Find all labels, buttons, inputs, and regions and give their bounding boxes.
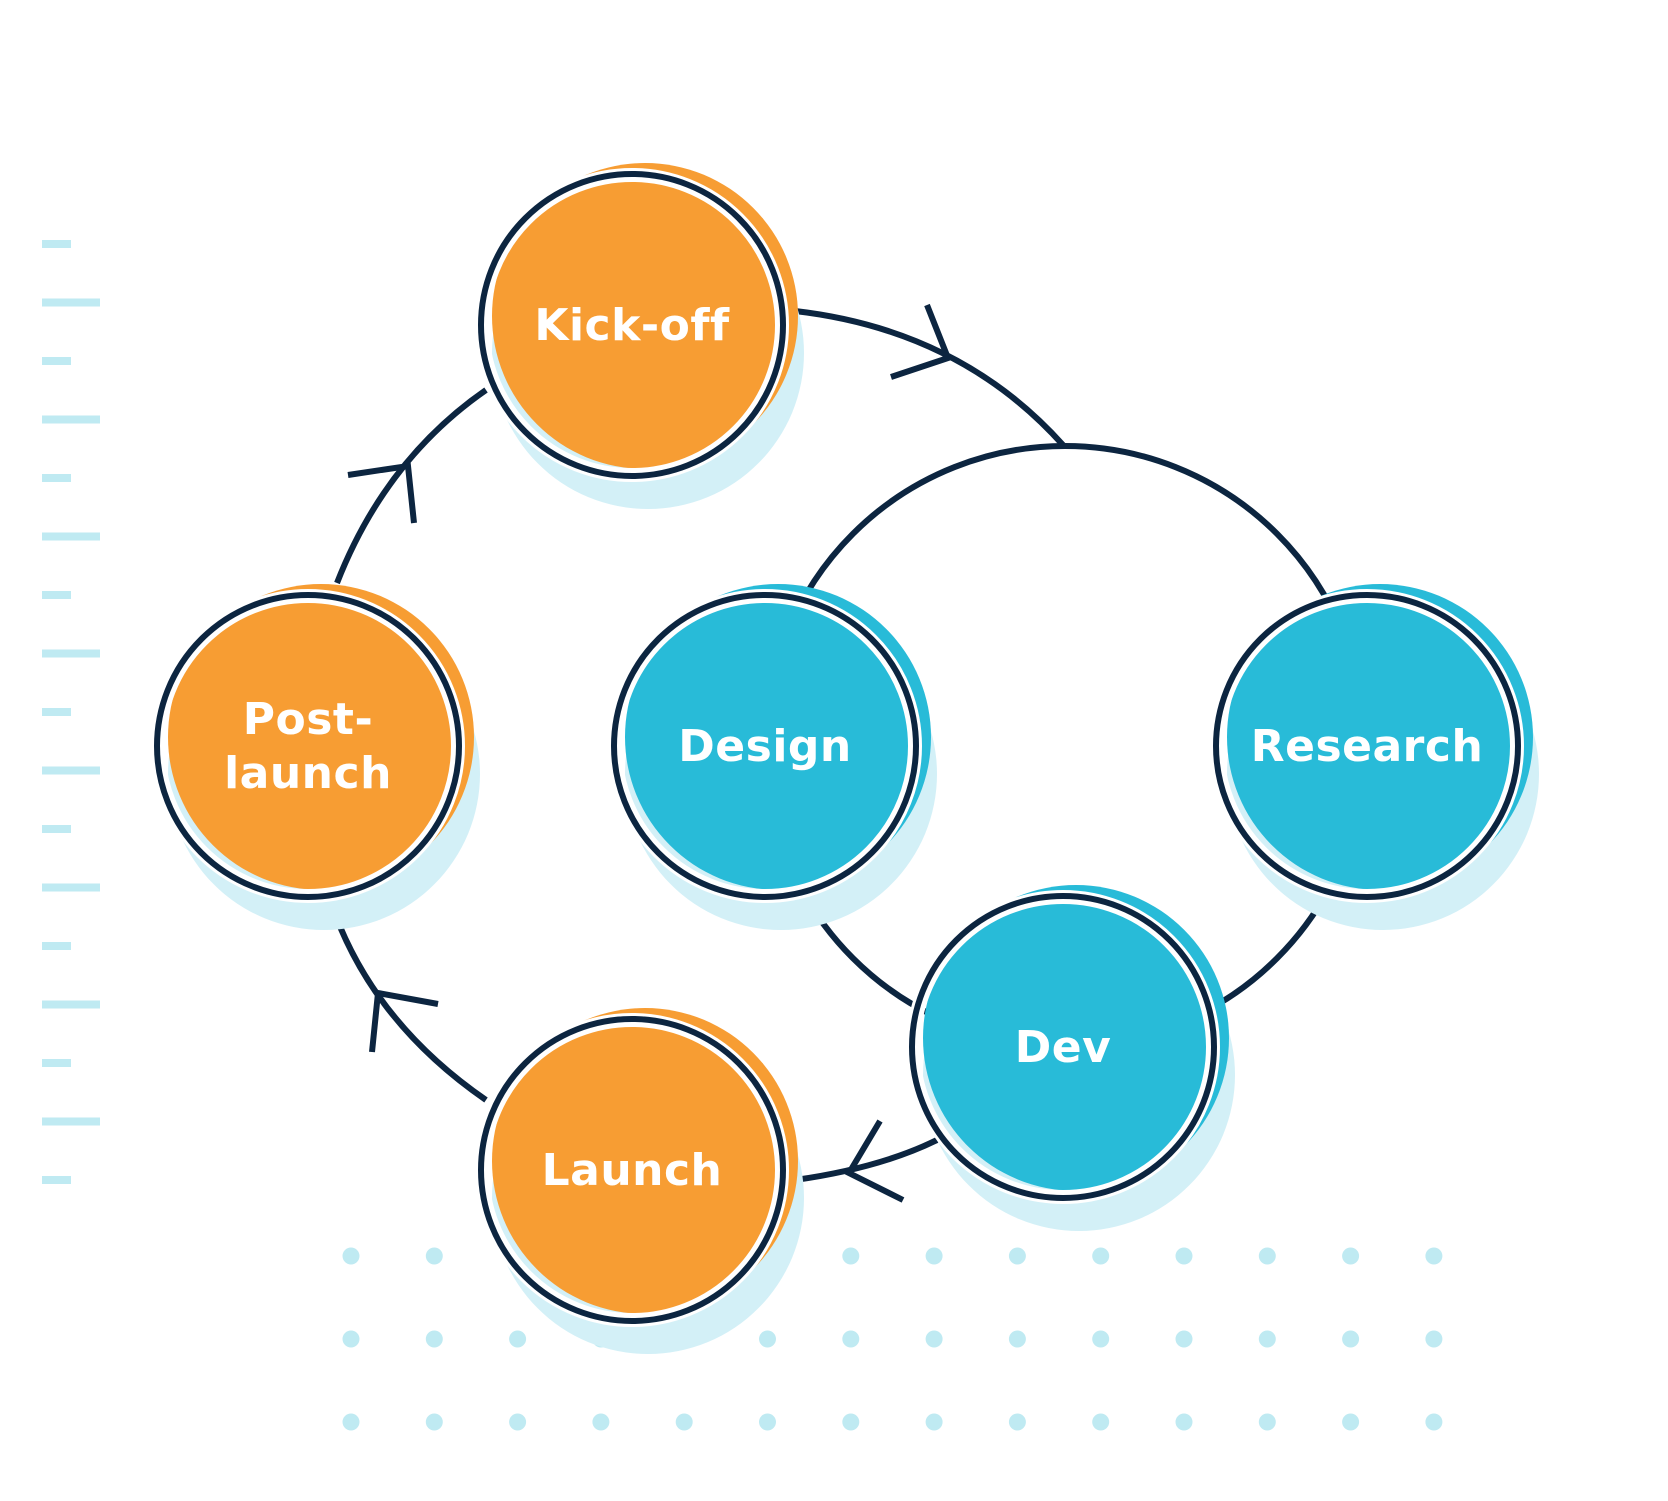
dot: [1175, 1330, 1193, 1348]
dash-mark: [42, 1176, 71, 1184]
dash-mark: [42, 1000, 100, 1009]
dot: [759, 1413, 776, 1431]
node-kickoff: Kick-off: [475, 163, 804, 509]
node-outline: [909, 893, 1217, 1201]
node-outline: [1213, 592, 1521, 900]
dash-mark: [42, 474, 71, 482]
dot: [1175, 1413, 1193, 1431]
dot: [425, 1247, 443, 1265]
arrow-icon: [347, 462, 417, 524]
dot: [1008, 1247, 1026, 1265]
node-label: launch: [224, 748, 392, 799]
dash-mark: [42, 883, 100, 892]
dash-mark: [42, 357, 71, 365]
node-fill: [625, 584, 931, 890]
node-label: Launch: [542, 1145, 723, 1196]
dot: [842, 1247, 860, 1265]
arrow-icon: [890, 303, 952, 380]
dot: [1092, 1330, 1110, 1348]
node-label: Kick-off: [534, 300, 730, 351]
dash-mark: [42, 942, 71, 950]
dash-mark: [42, 1117, 100, 1126]
dot: [1175, 1247, 1193, 1265]
dot: [1342, 1330, 1360, 1348]
dot: [342, 1247, 360, 1265]
node-design: Design: [608, 584, 937, 930]
node-label: Post-: [243, 694, 373, 745]
node-outline: [478, 1016, 786, 1324]
edge-kickoff-to-inner: [794, 308, 1066, 448]
dot: [842, 1413, 860, 1431]
dot: [675, 1413, 693, 1431]
decorative-dot-grid: [342, 1247, 1443, 1431]
dash-mark: [42, 298, 100, 307]
arrow-icon: [369, 989, 439, 1053]
dot: [1425, 1247, 1443, 1265]
dot: [1008, 1330, 1026, 1348]
edge-postlaunch-to-kickoff: [334, 387, 488, 585]
dash-mark: [42, 532, 100, 541]
dot: [1258, 1247, 1276, 1265]
dot: [509, 1413, 527, 1431]
dot: [925, 1413, 943, 1431]
node-fill: [168, 584, 474, 890]
node-fill: [1227, 584, 1533, 890]
node-postlaunch: Post-launch: [151, 584, 480, 930]
dot: [425, 1413, 443, 1431]
dash-mark: [42, 1059, 71, 1067]
dot: [1425, 1330, 1443, 1348]
dot: [509, 1330, 527, 1348]
dash-mark: [42, 825, 71, 833]
dot: [1008, 1413, 1026, 1431]
node-research: Research: [1210, 584, 1539, 930]
node-outline: [478, 171, 786, 479]
node-outline: [611, 592, 919, 900]
node-label: Research: [1251, 721, 1484, 772]
dot: [842, 1330, 860, 1348]
node-label: Design: [678, 721, 851, 772]
dot: [1092, 1247, 1110, 1265]
dot: [925, 1330, 943, 1348]
node-launch: Launch: [475, 1008, 804, 1354]
dash-mark: [42, 591, 71, 599]
dash-mark: [42, 240, 71, 248]
node-dev: Dev: [906, 885, 1235, 1231]
dot: [1092, 1413, 1110, 1431]
decorative-dash-column: [42, 240, 100, 1184]
node-fill: [492, 1008, 798, 1314]
dot: [592, 1413, 610, 1431]
dot: [1342, 1247, 1360, 1265]
dot: [925, 1247, 943, 1265]
dot: [1258, 1413, 1276, 1431]
node-outline: [154, 592, 462, 900]
edge-inner-to-launch: [794, 1137, 939, 1183]
dot: [1425, 1413, 1443, 1431]
dash-mark: [42, 708, 71, 716]
dash-mark: [42, 649, 100, 658]
node-label: Dev: [1015, 1022, 1112, 1073]
dot: [425, 1330, 443, 1348]
arrowheads: [347, 303, 952, 1203]
dash-mark: [42, 415, 100, 424]
dot: [342, 1330, 360, 1348]
dot: [342, 1413, 360, 1431]
edge-launch-to-postlaunch: [327, 899, 488, 1103]
dash-mark: [42, 766, 100, 775]
dot: [759, 1330, 776, 1348]
dot: [1342, 1413, 1360, 1431]
node-fill: [923, 885, 1229, 1191]
dot: [1258, 1330, 1276, 1348]
node-fill: [492, 163, 798, 469]
arrow-icon: [844, 1119, 905, 1203]
